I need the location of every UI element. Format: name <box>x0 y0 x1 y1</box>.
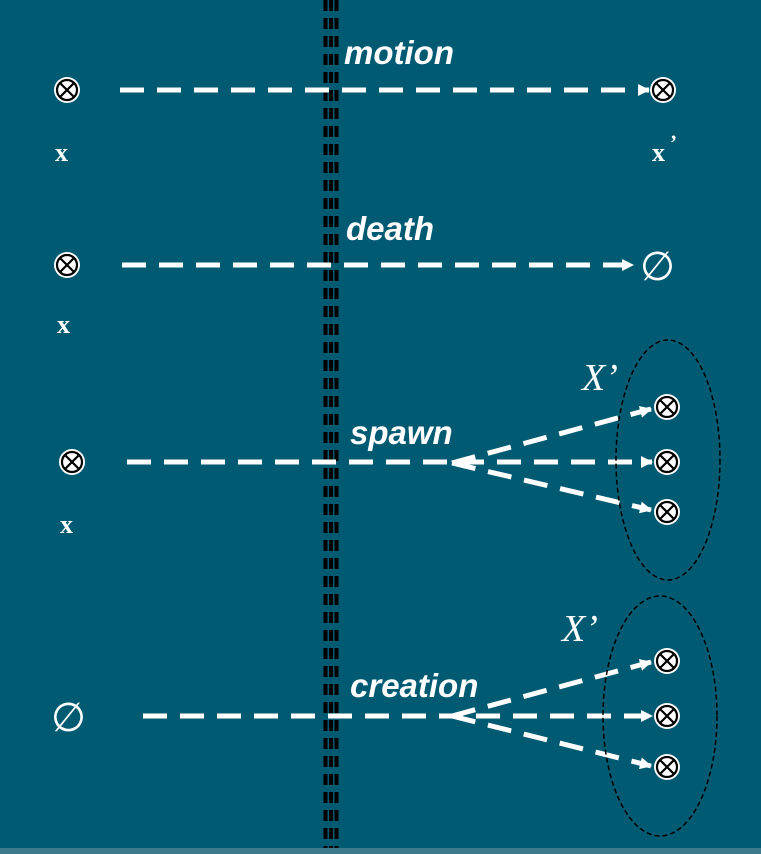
particle-icon <box>652 392 682 422</box>
spawn-label: spawn <box>350 414 453 451</box>
motion-target-prime: ’ <box>669 130 676 155</box>
death-row: ∅ death x <box>52 210 675 339</box>
created-set-ellipse <box>602 595 718 837</box>
creation-set-label: X’ <box>560 608 598 650</box>
particle-icon <box>57 447 87 477</box>
creation-arrow-down <box>451 713 652 770</box>
motion-label: motion <box>344 34 454 71</box>
death-label: death <box>346 210 434 247</box>
particle-icon <box>648 75 678 105</box>
spawn-set-label: X’ <box>580 357 618 399</box>
particle-icon <box>652 701 682 731</box>
particle-icon <box>52 250 82 280</box>
motion-target-label: x <box>652 138 665 167</box>
creation-label: creation <box>350 667 478 704</box>
death-source-label: x <box>57 310 70 339</box>
separator-line <box>323 0 339 848</box>
spawn-source-label: x <box>60 510 73 539</box>
particle-icon <box>52 75 82 105</box>
particle-icon <box>652 646 682 676</box>
particle-icon <box>652 752 682 782</box>
creation-row: ∅ X’ creation <box>51 595 718 837</box>
spawn-arrow-up <box>451 406 652 466</box>
bottom-strip <box>0 848 761 854</box>
particle-icon <box>652 497 682 527</box>
spawn-row: X’ spawn x <box>57 339 721 581</box>
motion-source-label: x <box>55 138 68 167</box>
offspring-set-ellipse <box>615 339 721 581</box>
empty-set-symbol: ∅ <box>51 695 86 741</box>
creation-arrow-up <box>451 659 652 719</box>
empty-set-symbol: ∅ <box>640 244 675 290</box>
spawn-arrow-down <box>451 460 652 514</box>
motion-row: motion x x ’ <box>52 34 678 167</box>
particle-icon <box>652 447 682 477</box>
